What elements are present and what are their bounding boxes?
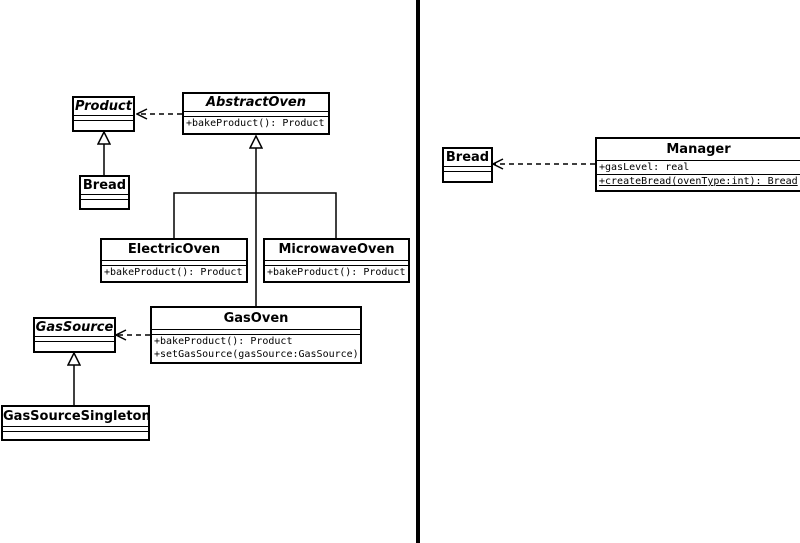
operation: +createBread(ovenType:int): Bread <box>599 176 798 187</box>
generalization-electricoven-abstractoven <box>173 192 256 240</box>
attributes-compartment <box>35 336 114 341</box>
operation: +bakeProduct(): Product <box>267 267 406 278</box>
attributes-compartment <box>152 329 360 334</box>
class-bread[interactable]: Bread <box>442 147 493 183</box>
attributes-compartment <box>444 166 491 171</box>
class-microwave-oven[interactable]: MicrowaveOven +bakeProduct(): Product <box>263 238 410 283</box>
class-name: Bread <box>82 178 127 193</box>
attributes-compartment <box>81 194 128 199</box>
generalization-microwaveoven-abstractoven <box>256 192 337 240</box>
operations-compartment: +bakeProduct(): Product <box>184 116 328 130</box>
operations-compartment <box>35 341 114 346</box>
operation: +bakeProduct(): Product <box>186 118 325 129</box>
class-manager[interactable]: Manager +gasLevel: real +createBread(ove… <box>595 137 800 192</box>
operations-compartment: +bakeProduct(): Product <box>265 265 408 279</box>
operations-compartment <box>444 171 491 176</box>
class-electric-oven[interactable]: ElectricOven +bakeProduct(): Product <box>100 238 248 283</box>
class-name: GasSource <box>35 320 114 335</box>
class-name: AbstractOven <box>205 95 307 110</box>
attributes-compartment <box>74 115 133 120</box>
class-name: GasOven <box>223 311 289 326</box>
class-gas-oven[interactable]: GasOven +bakeProduct(): Product +setGasS… <box>150 306 362 364</box>
class-name: Manager <box>666 142 731 157</box>
class-gas-source-singleton[interactable]: GasSourceSingleton <box>1 405 150 441</box>
attribute: +gasLevel: real <box>599 162 690 173</box>
operation: +setGasSource(gasSource:GasSource) <box>154 349 359 360</box>
operations-compartment: +bakeProduct(): Product <box>102 265 246 279</box>
attributes-compartment <box>265 260 408 265</box>
operations-compartment <box>81 199 128 204</box>
operation: +bakeProduct(): Product <box>154 336 293 347</box>
class-name: ElectricOven <box>127 242 221 257</box>
attributes-compartment <box>3 426 148 431</box>
operation: +bakeProduct(): Product <box>104 267 243 278</box>
operations-compartment <box>74 120 133 125</box>
operations-compartment: +bakeProduct(): Product +setGasSource(ga… <box>152 334 360 361</box>
attributes-compartment <box>184 111 328 116</box>
operations-compartment: +createBread(ovenType:int): Bread <box>597 174 800 188</box>
class-name: MicrowaveOven <box>278 242 395 257</box>
class-name: Bread <box>445 150 490 165</box>
class-bread[interactable]: Bread <box>79 175 130 210</box>
class-product[interactable]: Product <box>72 96 135 132</box>
class-abstract-oven[interactable]: AbstractOven +bakeProduct(): Product <box>182 92 330 135</box>
operations-compartment <box>3 431 148 436</box>
class-gas-source[interactable]: GasSource <box>33 317 116 353</box>
attributes-compartment: +gasLevel: real <box>597 160 800 174</box>
class-name: Product <box>75 99 132 114</box>
class-name: GasSourceSingleton <box>3 409 148 424</box>
attributes-compartment <box>102 260 246 265</box>
